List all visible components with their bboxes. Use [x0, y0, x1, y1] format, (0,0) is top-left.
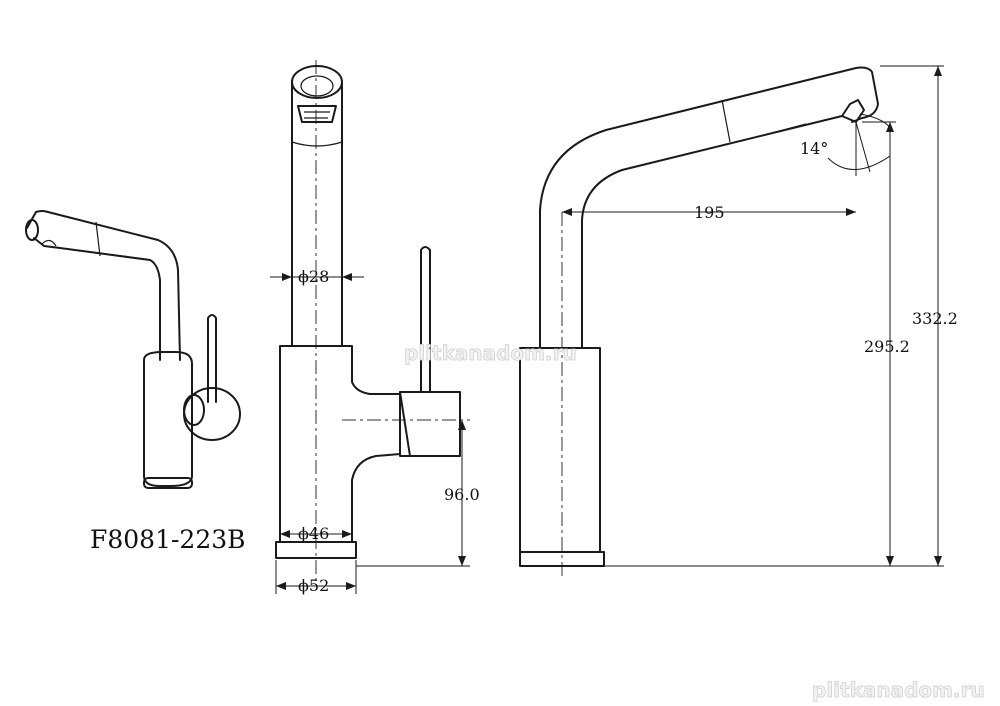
front-handle-lever	[420, 246, 431, 393]
dim-angle-label: 14°	[800, 139, 828, 158]
watermark-center: plitkanadom.ru	[404, 341, 577, 365]
perspective-pullout-seam	[95, 221, 101, 257]
dim-reach-arrow-left	[562, 208, 572, 216]
perspective-base-ring	[143, 477, 193, 489]
front-base-plate	[275, 541, 357, 559]
side-pullout-seam	[721, 99, 731, 143]
faucet-perspective-view: F8081-223B	[25, 210, 246, 554]
front-pullout-seam	[291, 141, 343, 147]
front-spout-column	[291, 81, 343, 347]
dim-spout-height-label: 295.2	[864, 337, 910, 356]
side-spout-inner	[581, 115, 843, 349]
dim-spout-height-arrow-bottom	[886, 556, 894, 566]
dim-spout-arrow-left	[282, 273, 292, 281]
dim-body-arrow-left	[280, 530, 290, 538]
dim-spout-height-arrow-top	[886, 122, 894, 132]
dim-body-diameter-label: ϕ46	[298, 524, 329, 543]
dim-reach-label: 195	[694, 203, 725, 222]
dim-reach-arrow-right	[846, 208, 856, 216]
front-nozzle-lines	[304, 111, 330, 119]
dim-total-height-arrow-bottom	[934, 556, 942, 566]
dim-handle-height-label: 96.0	[444, 485, 480, 504]
dim-total-height-label: 332.2	[912, 309, 958, 328]
perspective-spray-head	[25, 219, 39, 241]
side-spout-outer	[539, 66, 879, 349]
perspective-spout-bottom-outline	[33, 237, 161, 361]
perspective-spray-outlet	[41, 239, 57, 247]
dim-total-height-arrow-top	[934, 66, 942, 76]
dim-angle-tilted-ref	[855, 121, 871, 173]
dim-base-arrow-right	[346, 582, 356, 590]
front-handle-cylinder	[399, 391, 461, 457]
front-body	[279, 345, 401, 543]
watermark-corner: plitkanadom.ru	[812, 678, 985, 702]
front-handle-bevel	[399, 391, 411, 457]
dim-body-arrow-right	[342, 530, 352, 538]
side-base-plate	[519, 551, 605, 567]
front-spout-outlet	[300, 75, 334, 97]
dim-handle-arrow-bottom	[458, 556, 466, 566]
dim-handle-arrow-top	[458, 420, 466, 430]
perspective-body	[143, 351, 193, 487]
perspective-handle-cap	[183, 394, 205, 426]
dim-base-arrow-left	[276, 582, 286, 590]
dim-angle-arc	[827, 155, 891, 170]
front-spout-top	[291, 65, 343, 99]
front-spray-nozzle	[297, 105, 337, 123]
side-spray-button	[759, 123, 807, 137]
side-spray-tip	[841, 99, 865, 123]
dim-spout-arrow-right	[342, 273, 352, 281]
model-label: F8081-223B	[90, 525, 246, 554]
dim-spout-diameter-label: ϕ28	[298, 267, 329, 286]
faucet-front-view: ϕ28 ϕ46 ϕ52 96.0	[270, 60, 480, 595]
perspective-spout-top-outline	[26, 210, 181, 361]
dim-base-diameter-label: ϕ52	[298, 576, 329, 595]
side-body	[519, 347, 601, 553]
faucet-side-view: 14° 195 295.2 332.2	[519, 65, 958, 578]
